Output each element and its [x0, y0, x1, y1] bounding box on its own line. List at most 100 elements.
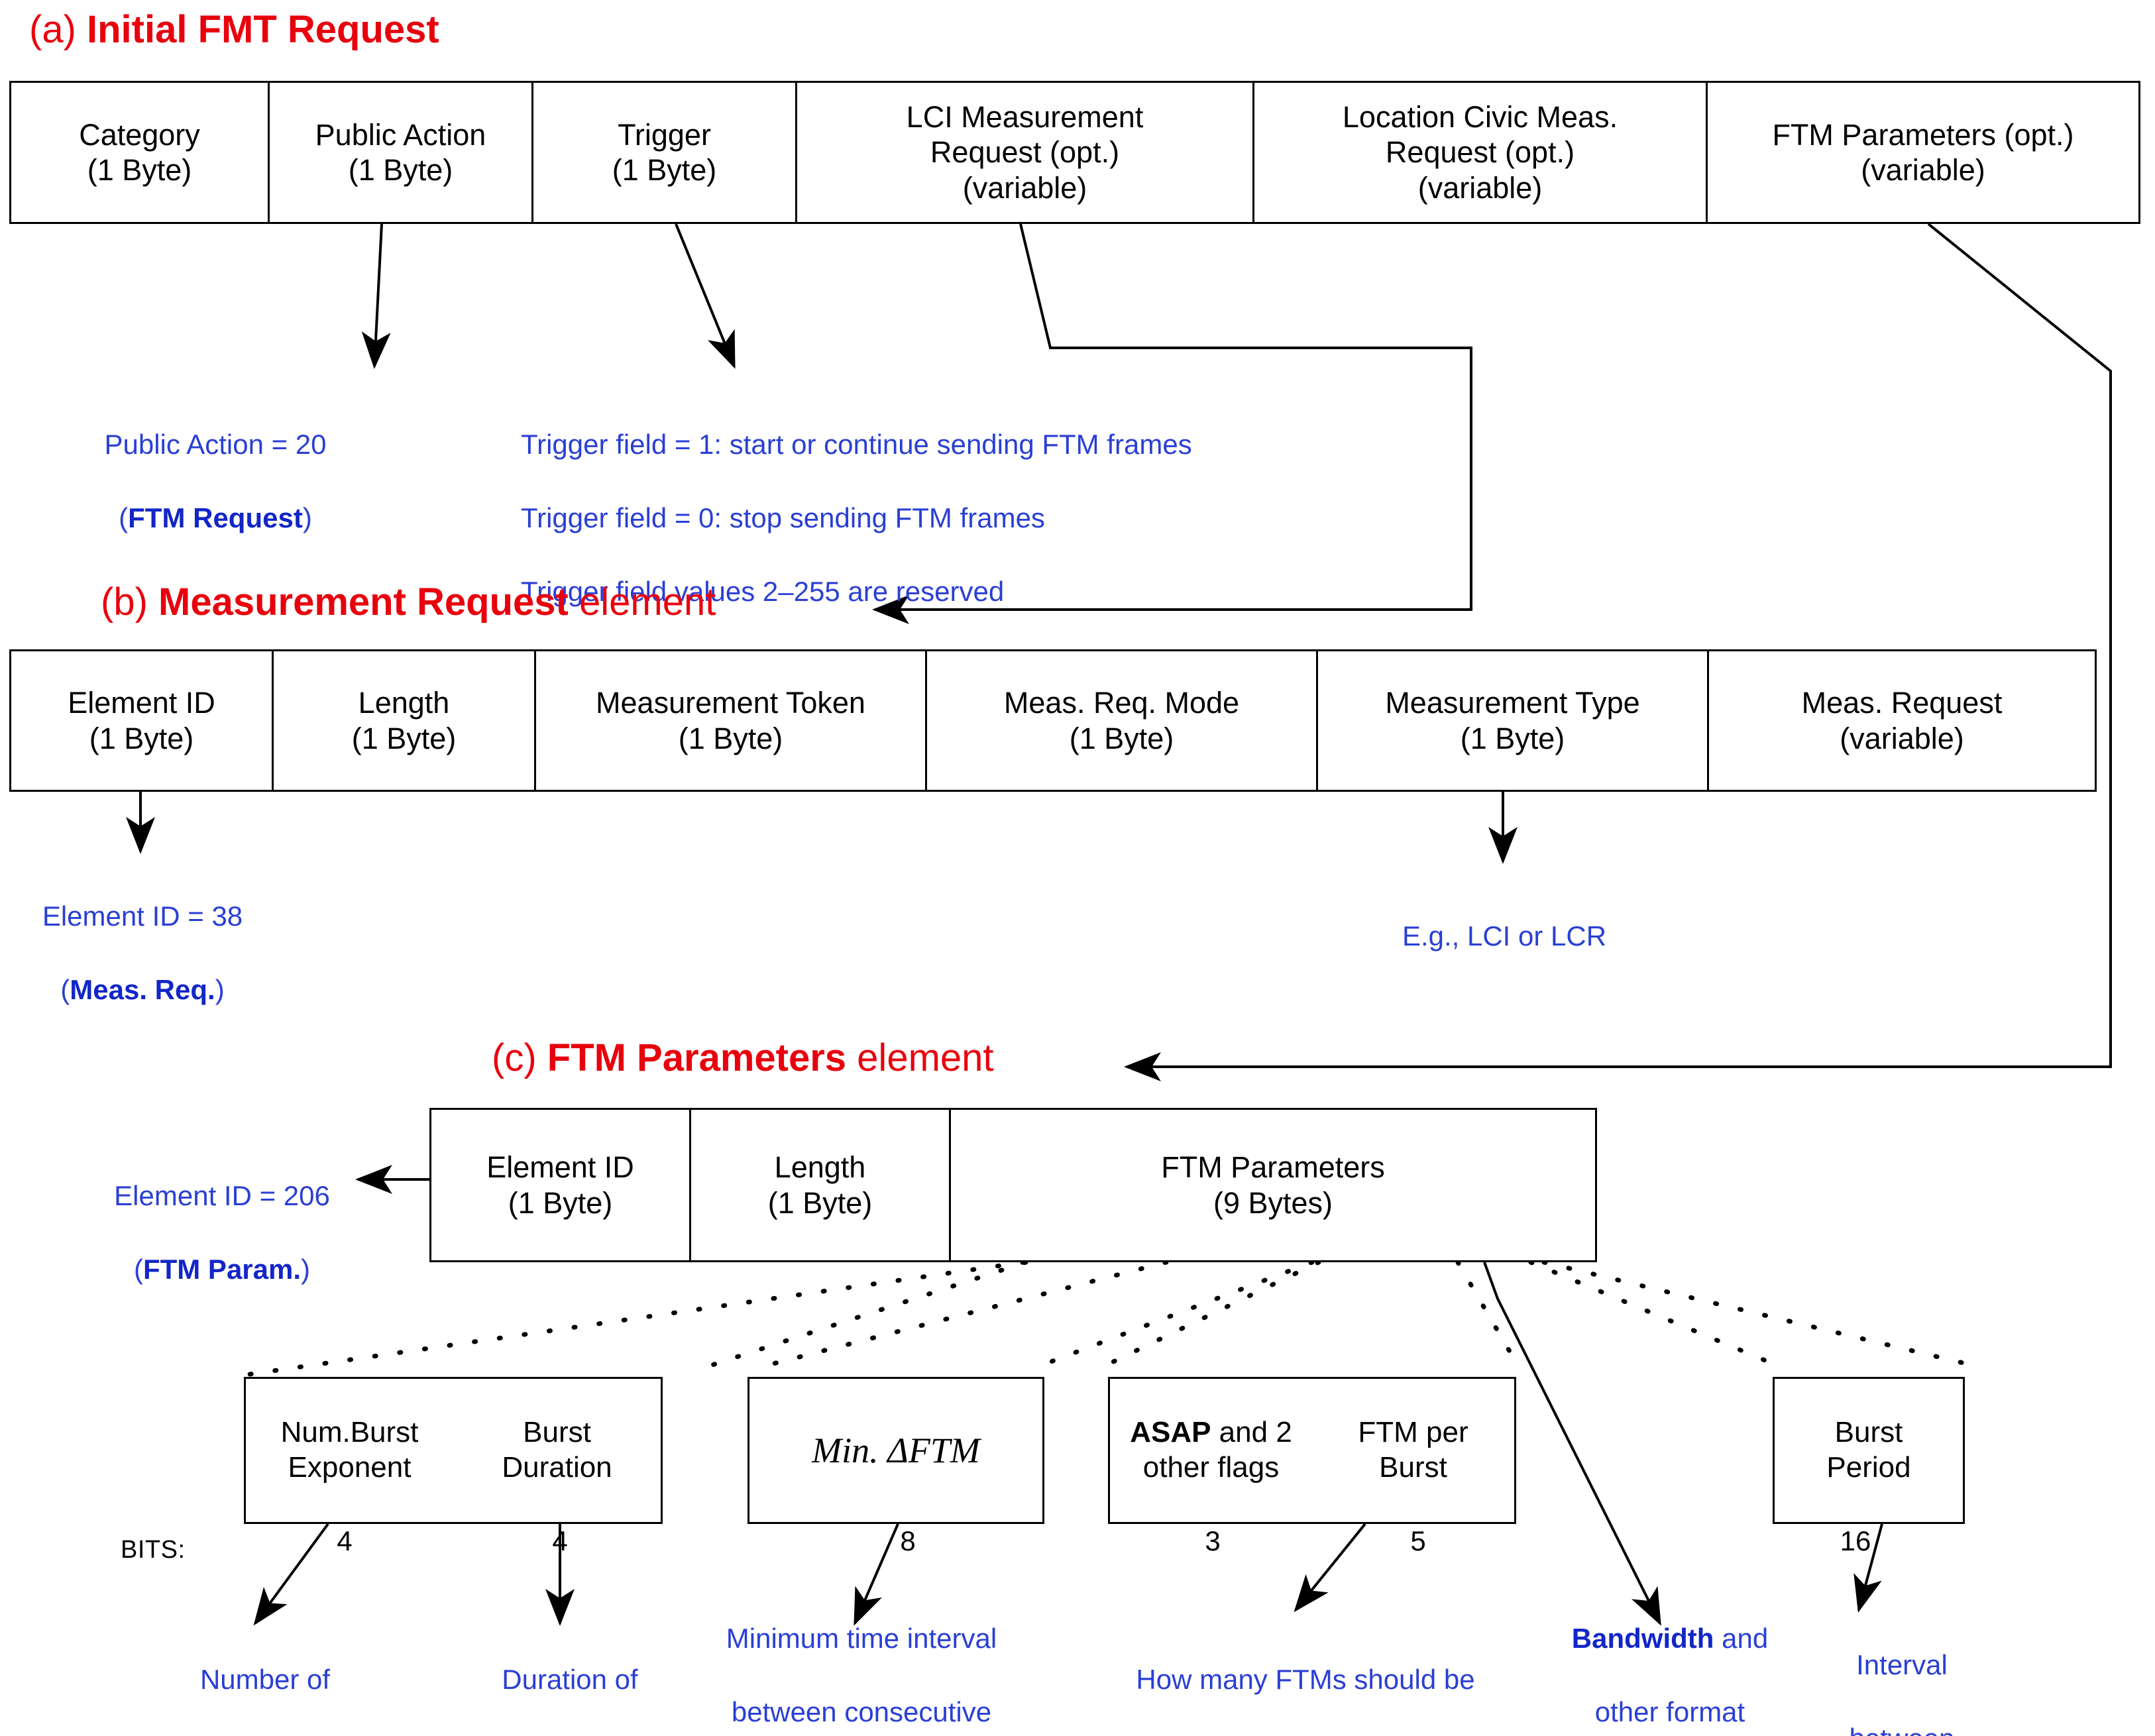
note-number-of-consecutive-bursts: Number of consecutive bursts	[106, 1625, 424, 1736]
leader-public-action	[361, 223, 391, 369]
subbox-burst-period: Burst Period	[1773, 1377, 1965, 1524]
field-name-line2: Request (opt.)	[930, 135, 1120, 170]
field-size: (1 Byte)	[1069, 721, 1174, 755]
bits-burst-duration: 4	[552, 1525, 568, 1556]
section-b-tag: (b)	[101, 580, 148, 624]
field-size: (1 Byte)	[87, 153, 192, 187]
bits-label: BITS:	[121, 1536, 186, 1564]
field-name: Category	[79, 117, 200, 152]
note-line-1: How many FTMs should be	[1136, 1664, 1475, 1696]
section-b-heading: (b) Measurement Request element	[101, 583, 716, 622]
bits-num-burst-exponent: 4	[337, 1525, 353, 1556]
dotted-leader-g4-left	[1528, 1260, 1779, 1368]
section-a-heading: (a) Initial FMT Request	[29, 11, 439, 49]
note-line-2: between consecutive	[731, 1696, 992, 1728]
field-size: (1 Byte)	[89, 721, 194, 755]
section-a-tag: (a)	[29, 8, 76, 51]
subfield-line2: other flags	[1142, 1451, 1280, 1484]
note-line-2: (FTM Request)	[119, 502, 312, 534]
field-size: (variable)	[1840, 721, 1964, 755]
note-public-action: Public Action = 20 (FTM Request)	[73, 390, 358, 573]
field-name-line1: LCI Measurement	[906, 100, 1144, 135]
field-name: Public Action	[315, 117, 486, 152]
note-line-3: Trigger field values 2–255 are reserved	[521, 576, 1005, 608]
bits-burst-period: 16	[1840, 1525, 1871, 1556]
bits-asap-flags: 3	[1205, 1525, 1221, 1556]
field-name: Element ID	[68, 686, 215, 720]
section-c-subtitle: element	[846, 1036, 994, 1079]
bits-min-delta-ftm: 8	[900, 1525, 916, 1556]
note-line-2: (Meas. Req.)	[60, 974, 225, 1006]
note-line-2: other format	[1594, 1696, 1745, 1728]
field-element-id: Element ID (1 Byte)	[11, 651, 274, 790]
dotted-leader-g1-right	[710, 1260, 1028, 1368]
field-name: Meas. Request	[1801, 686, 2003, 720]
section-c-tag: (c)	[492, 1036, 537, 1079]
field-size: (1 Byte)	[351, 721, 457, 755]
subbox-min-delta-ftm: Min. ΔFTM	[747, 1377, 1044, 1524]
field-name: Measurement Token	[596, 686, 865, 720]
note-line-1: Duration of	[502, 1664, 638, 1696]
frame-c-fields: Element ID (1 Byte) Length (1 Byte) FTM …	[429, 1108, 1597, 1262]
field-name: Meas. Req. Mode	[1003, 686, 1240, 720]
section-b-subtitle: element	[568, 580, 716, 624]
dotted-leader-g4-right	[1541, 1260, 1974, 1368]
subfield-line2: Exponent	[288, 1451, 412, 1484]
subfield-math: Min. ΔFTM	[812, 1430, 980, 1470]
field-name: Length	[358, 686, 450, 720]
field-name: FTM Parameters (opt.)	[1772, 117, 2074, 152]
field-ftm-parameters-opt: FTM Parameters (opt.) (variable)	[1708, 83, 2138, 222]
field-ftm-parameters: FTM Parameters (9 Bytes)	[951, 1110, 1595, 1260]
subfield-ftm-per-burst: FTM per Burst	[1312, 1379, 1514, 1522]
subfield-burst-period: Burst Period	[1775, 1415, 1963, 1486]
field-name-line2: Request (opt.)	[1385, 135, 1575, 170]
subfield-line1: Num.Burst	[280, 1416, 419, 1449]
note-line-2: Trigger field = 0: stop sending FTM fram…	[521, 502, 1045, 534]
field-size: (variable)	[962, 170, 1087, 205]
field-public-action: Public Action (1 Byte)	[270, 83, 533, 222]
field-name: Element ID	[486, 1150, 634, 1185]
section-c-title: FTM Parameters	[547, 1036, 847, 1079]
bits-ftm-per-burst: 5	[1410, 1525, 1426, 1556]
note-duration-each-burst: Duration of each burst	[464, 1625, 676, 1736]
field-lci-measurement-request: LCI Measurement Request (opt.) (variable…	[797, 83, 1254, 222]
note-line-1: Public Action = 20	[104, 429, 327, 461]
dotted-leader-g2-right	[1031, 1260, 1315, 1371]
field-trigger: Trigger (1 Byte)	[533, 83, 797, 222]
leader-bits-numburst	[253, 1523, 329, 1626]
subfield-line1: Burst	[523, 1416, 591, 1449]
field-element-id: Element ID (1 Byte)	[431, 1110, 691, 1260]
note-line-1: Number of	[199, 1664, 331, 1696]
subfield-num-burst-exponent: Num.Burst Exponent	[246, 1379, 453, 1522]
field-size: (1 Byte)	[508, 1185, 613, 1220]
note-measurement-type: E.g., LCI or LCR	[1319, 881, 1690, 991]
field-size: (variable)	[1417, 170, 1543, 205]
frame-b-fields: Element ID (1 Byte) Length (1 Byte) Meas…	[9, 649, 2097, 792]
section-c-heading: (c) FTM Parameters element	[492, 1039, 994, 1077]
note-trigger: Trigger field = 1: start or continue sen…	[521, 390, 1382, 647]
subbox-asap-flags-ftm-per-burst: ASAP and 2 other flags FTM per Burst	[1108, 1377, 1516, 1524]
field-name: Length	[774, 1150, 866, 1185]
field-name: FTM Parameters	[1161, 1150, 1385, 1185]
section-b-title: Measurement Request	[158, 580, 569, 624]
note-element-id-206: Element ID = 206 (FTM Param.)	[80, 1141, 364, 1325]
field-length: Length (1 Byte)	[691, 1110, 951, 1260]
note-line-2: between	[1789, 1720, 2015, 1736]
field-measurement-type: Measurement Type (1 Byte)	[1318, 651, 1709, 790]
frame-a-fields: Category (1 Byte) Public Action (1 Byte)…	[9, 81, 2140, 224]
subbox-num-burst-exponent-duration: Num.Burst Exponent Burst Duration	[244, 1377, 663, 1524]
field-length: Length (1 Byte)	[274, 651, 536, 790]
field-size: (1 Byte)	[348, 153, 453, 187]
field-size: (1 Byte)	[678, 721, 783, 755]
field-name: Trigger	[618, 117, 711, 152]
dotted-leader-g2-left	[753, 1260, 1169, 1371]
subfield-min-delta-ftm: Min. ΔFTM	[749, 1429, 1042, 1472]
note-line-1: Bandwidth and	[1571, 1623, 1769, 1655]
field-category: Category (1 Byte)	[11, 83, 270, 222]
field-size: (1 Byte)	[767, 1185, 873, 1220]
note-interval-two-bursts: Interval between two bursts	[1789, 1610, 2015, 1736]
note-bandwidth-format: Bandwidth and other format parameters	[1537, 1584, 1802, 1736]
subfield-burst-duration: Burst Duration	[453, 1379, 661, 1522]
note-line-1: Minimum time interval	[726, 1623, 997, 1655]
